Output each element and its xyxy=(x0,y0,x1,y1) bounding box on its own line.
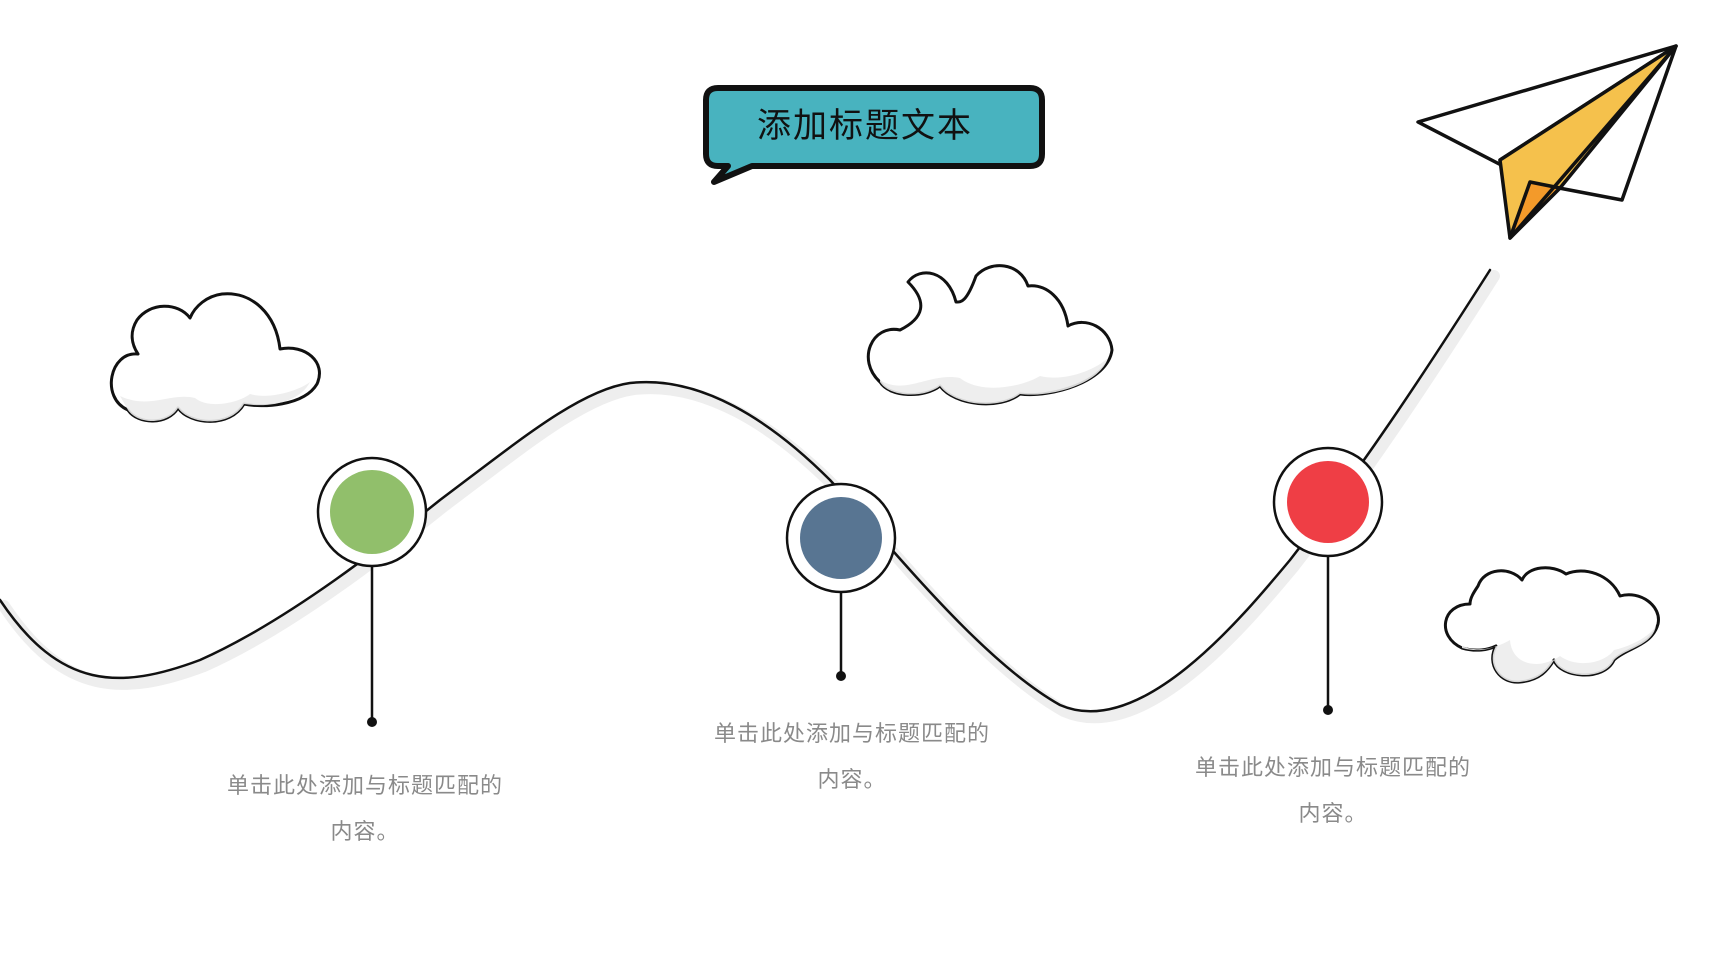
node-dot-blue xyxy=(800,497,882,579)
timeline-curve-shadow xyxy=(0,270,1500,724)
node-dot-green xyxy=(330,470,414,554)
timeline-curve xyxy=(0,268,1492,713)
node-dot-red xyxy=(1287,461,1369,543)
timeline-node-3 xyxy=(1272,446,1384,715)
slide-title[interactable]: 添加标题文本 xyxy=(757,106,973,146)
caption-node-1[interactable]: 单击此处添加与标题匹配的 内容。 xyxy=(185,764,545,856)
timeline-node-1 xyxy=(316,456,428,727)
caption-node-1-line1: 单击此处添加与标题匹配的 xyxy=(226,774,503,799)
caption-node-3-line1: 单击此处添加与标题匹配的 xyxy=(1194,756,1471,781)
cloud-middle-icon xyxy=(866,264,1114,406)
timeline-node-2 xyxy=(785,482,897,681)
paper-plane-icon xyxy=(1416,44,1678,240)
caption-node-1-line2: 内容。 xyxy=(330,820,400,845)
cloud-right-icon xyxy=(1444,566,1660,684)
caption-node-3-line2: 内容。 xyxy=(1298,802,1368,827)
caption-node-2-line1: 单击此处添加与标题匹配的 xyxy=(713,722,990,747)
caption-node-2-line2: 内容。 xyxy=(817,768,887,793)
cloud-left-icon xyxy=(109,292,321,423)
caption-node-3[interactable]: 单击此处添加与标题匹配的 内容。 xyxy=(1153,746,1513,838)
title-bubble xyxy=(703,85,1045,185)
caption-node-2[interactable]: 单击此处添加与标题匹配的 内容。 xyxy=(672,712,1032,804)
